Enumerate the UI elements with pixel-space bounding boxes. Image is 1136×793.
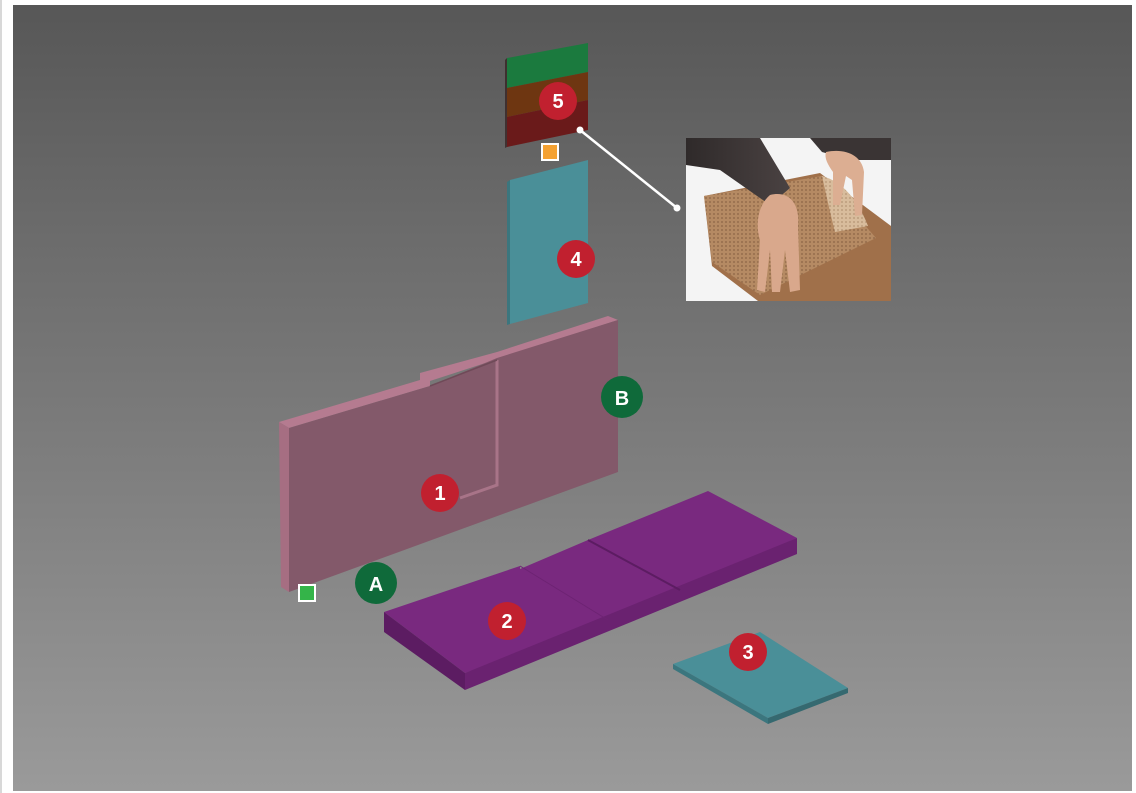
callout-badge-a: A	[355, 562, 397, 604]
svg-text:2: 2	[501, 611, 512, 633]
callout-badge-2: 2	[488, 602, 526, 640]
callout-badge-b: B	[601, 376, 643, 418]
callout-badge-4: 4	[557, 240, 595, 278]
callout-badge-1: 1	[421, 474, 459, 512]
orange-marker	[542, 144, 558, 160]
svg-text:A: A	[369, 574, 383, 596]
callout-badge-5: 5	[539, 82, 577, 120]
svg-text:5: 5	[552, 91, 563, 113]
green-marker	[299, 585, 315, 601]
exploded-assembly-diagram: 5 4 B 1 A 2 3	[13, 5, 1132, 791]
svg-text:3: 3	[742, 642, 753, 664]
inset-photo-mesh-peel	[686, 138, 891, 301]
svg-text:B: B	[615, 388, 629, 410]
callout-badge-3: 3	[729, 633, 767, 671]
callout-leader-line	[577, 127, 681, 212]
svg-text:1: 1	[434, 483, 445, 505]
svg-text:4: 4	[570, 249, 582, 271]
left-border-rule	[0, 0, 2, 793]
